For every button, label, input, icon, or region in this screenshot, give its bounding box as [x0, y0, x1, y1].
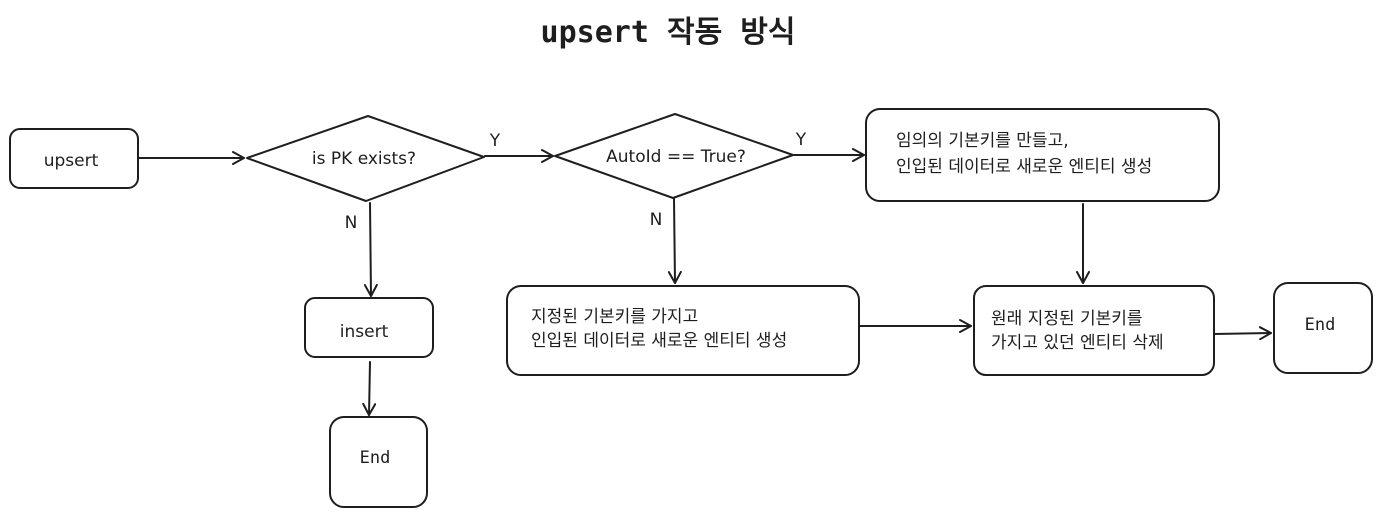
random-pk-line1: 임의의 기본키를 만들고, [896, 131, 1069, 151]
insert-label: insert [340, 322, 389, 342]
autoid-decision: AutoId == True? [554, 113, 794, 199]
pk-exists-label: is PK exists? [312, 149, 416, 169]
delete-entity-line2: 가지고 있던 엔티티 삭제 [991, 333, 1164, 353]
diagram-title: upsert 작동 방식 [541, 15, 796, 50]
end-left-node: End [329, 416, 428, 508]
random-pk-node: 임의의 기본키를 만들고, 인입된 데이터로 새로운 엔티티 생성 [865, 108, 1220, 202]
upsert-box [9, 128, 139, 189]
upsert-label: upsert [44, 151, 99, 171]
insert-node: insert [304, 297, 434, 358]
edge-insert-to-end [362, 361, 377, 416]
random-pk-box [865, 108, 1220, 202]
end-left-label: End [360, 448, 391, 468]
insert-box [304, 297, 434, 358]
given-pk-line2: 인입된 데이터로 새로운 엔티티 생성 [531, 331, 787, 351]
edge-label-autoid-yes: Y [795, 130, 807, 150]
pk-exists-decision: is PK exists? [246, 115, 485, 202]
upsert-node: upsert [9, 128, 139, 189]
edge-delete-to-end [1213, 326, 1272, 341]
edge-label-pk-yes: Y [489, 131, 501, 151]
delete-entity-line1: 원래 지정된 기본키를 [991, 309, 1143, 329]
given-pk-node: 지정된 기본키를 가지고 인입된 데이터로 새로운 엔티티 생성 [506, 285, 860, 376]
end-right-node: End [1273, 282, 1373, 374]
end-right-label: End [1305, 315, 1336, 335]
edge-label-autoid-no: N [650, 210, 663, 230]
delete-entity-box [973, 285, 1215, 376]
edge-label-pk-no: N [345, 213, 358, 233]
autoid-diamond [554, 113, 794, 199]
given-pk-line1: 지정된 기본키를 가지고 [531, 307, 698, 327]
random-pk-line2: 인입된 데이터로 새로운 엔티티 생성 [896, 157, 1152, 177]
autoid-label: AutoId == True? [606, 147, 746, 167]
pk-exists-diamond [246, 115, 485, 202]
edge-autoid-no-to-given-pk [667, 198, 682, 284]
end-right-box [1273, 282, 1373, 374]
given-pk-box [506, 285, 860, 376]
end-left-box [329, 416, 428, 508]
edge-pk-no-to-insert [363, 202, 378, 297]
delete-entity-node: 원래 지정된 기본키를 가지고 있던 엔티티 삭제 [973, 285, 1215, 376]
